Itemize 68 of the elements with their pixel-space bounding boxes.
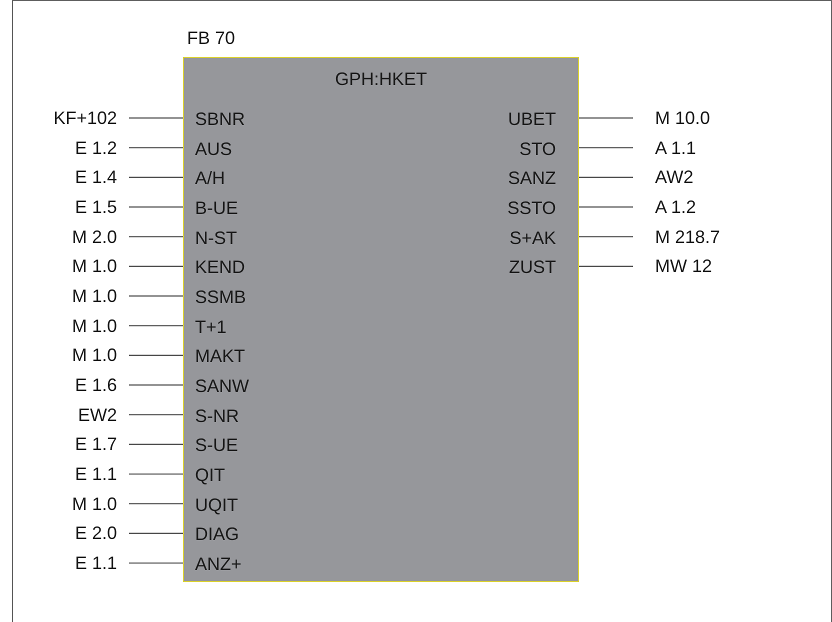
connection-line (129, 444, 184, 445)
block-number: FB 70 (187, 27, 236, 49)
operand-label: M 1.0 (72, 314, 129, 337)
operand-label: AW2 (633, 166, 694, 188)
operand-label: E 1.1 (74, 463, 129, 486)
pin-name: SANZ (508, 167, 578, 190)
connection-line (129, 236, 184, 238)
operand-label: E 1.4 (74, 166, 129, 188)
pin-name: UBET (508, 108, 578, 130)
operand-label: MW 12 (633, 255, 712, 278)
operand-label: M 10.0 (633, 107, 710, 129)
connection-line (129, 266, 184, 267)
operand-label: E 1.7 (74, 433, 129, 456)
operand-label: EW2 (78, 404, 129, 426)
operand-label: E 1.1 (74, 552, 129, 574)
connection-line (578, 266, 633, 267)
pin-name: SSMB (184, 286, 246, 308)
connection-line (129, 176, 184, 178)
pin-name: AUS (184, 138, 232, 160)
pin-name: UQIT (184, 494, 238, 516)
pin-name: DIAG (184, 523, 240, 546)
operand-label: M 1.0 (72, 492, 129, 515)
operand-label: E 2.0 (74, 522, 129, 544)
connection-line (129, 562, 184, 564)
operand-label: E 1.2 (74, 136, 129, 159)
pin-name: S-UE (184, 434, 238, 456)
connection-line (578, 117, 633, 119)
connection-line (129, 503, 184, 504)
operand-label: M 218.7 (633, 226, 720, 248)
pin-name: ZUST (509, 256, 578, 278)
connection-line (129, 147, 184, 148)
connection-line (578, 236, 633, 238)
pin-name: S-NR (184, 404, 239, 427)
pin-name: SBNR (184, 108, 246, 130)
pin-name: QIT (184, 464, 225, 486)
operand-label: E 1.5 (74, 196, 129, 218)
connection-line (129, 473, 184, 475)
pin-name: B-UE (184, 197, 238, 219)
pin-name: T+1 (184, 316, 227, 338)
connection-line (578, 206, 633, 208)
operand-label: M 1.0 (72, 285, 129, 308)
pin-name: KEND (184, 256, 246, 278)
pin-name: SSTO (507, 197, 578, 219)
connection-line (129, 325, 184, 326)
pin-name: MAKT (184, 345, 246, 368)
connection-line (578, 147, 633, 148)
connection-line (129, 206, 184, 208)
connection-line (129, 354, 184, 356)
operand-label: KF+102 (53, 107, 129, 129)
operand-label: E 1.6 (74, 374, 129, 396)
connection-line (129, 295, 184, 297)
connection-line (129, 384, 184, 386)
pin-name: A/H (184, 167, 226, 190)
pin-name: N-ST (184, 226, 237, 249)
operand-label: A 1.1 (633, 136, 696, 159)
operand-label: M 1.0 (72, 344, 129, 366)
connection-line (129, 117, 184, 119)
operand-label: A 1.2 (633, 196, 696, 218)
connection-line (578, 176, 633, 178)
pin-name: S+AK (509, 226, 578, 249)
pin-name: SANW (184, 375, 249, 398)
pin-name: STO (519, 138, 578, 160)
operand-label: M 1.0 (72, 255, 129, 278)
connection-line (129, 414, 184, 416)
connection-line (129, 532, 184, 534)
block-title: GPH:HKET (334, 68, 428, 90)
operand-label: M 2.0 (72, 226, 129, 248)
pin-name: ANZ+ (184, 553, 242, 576)
